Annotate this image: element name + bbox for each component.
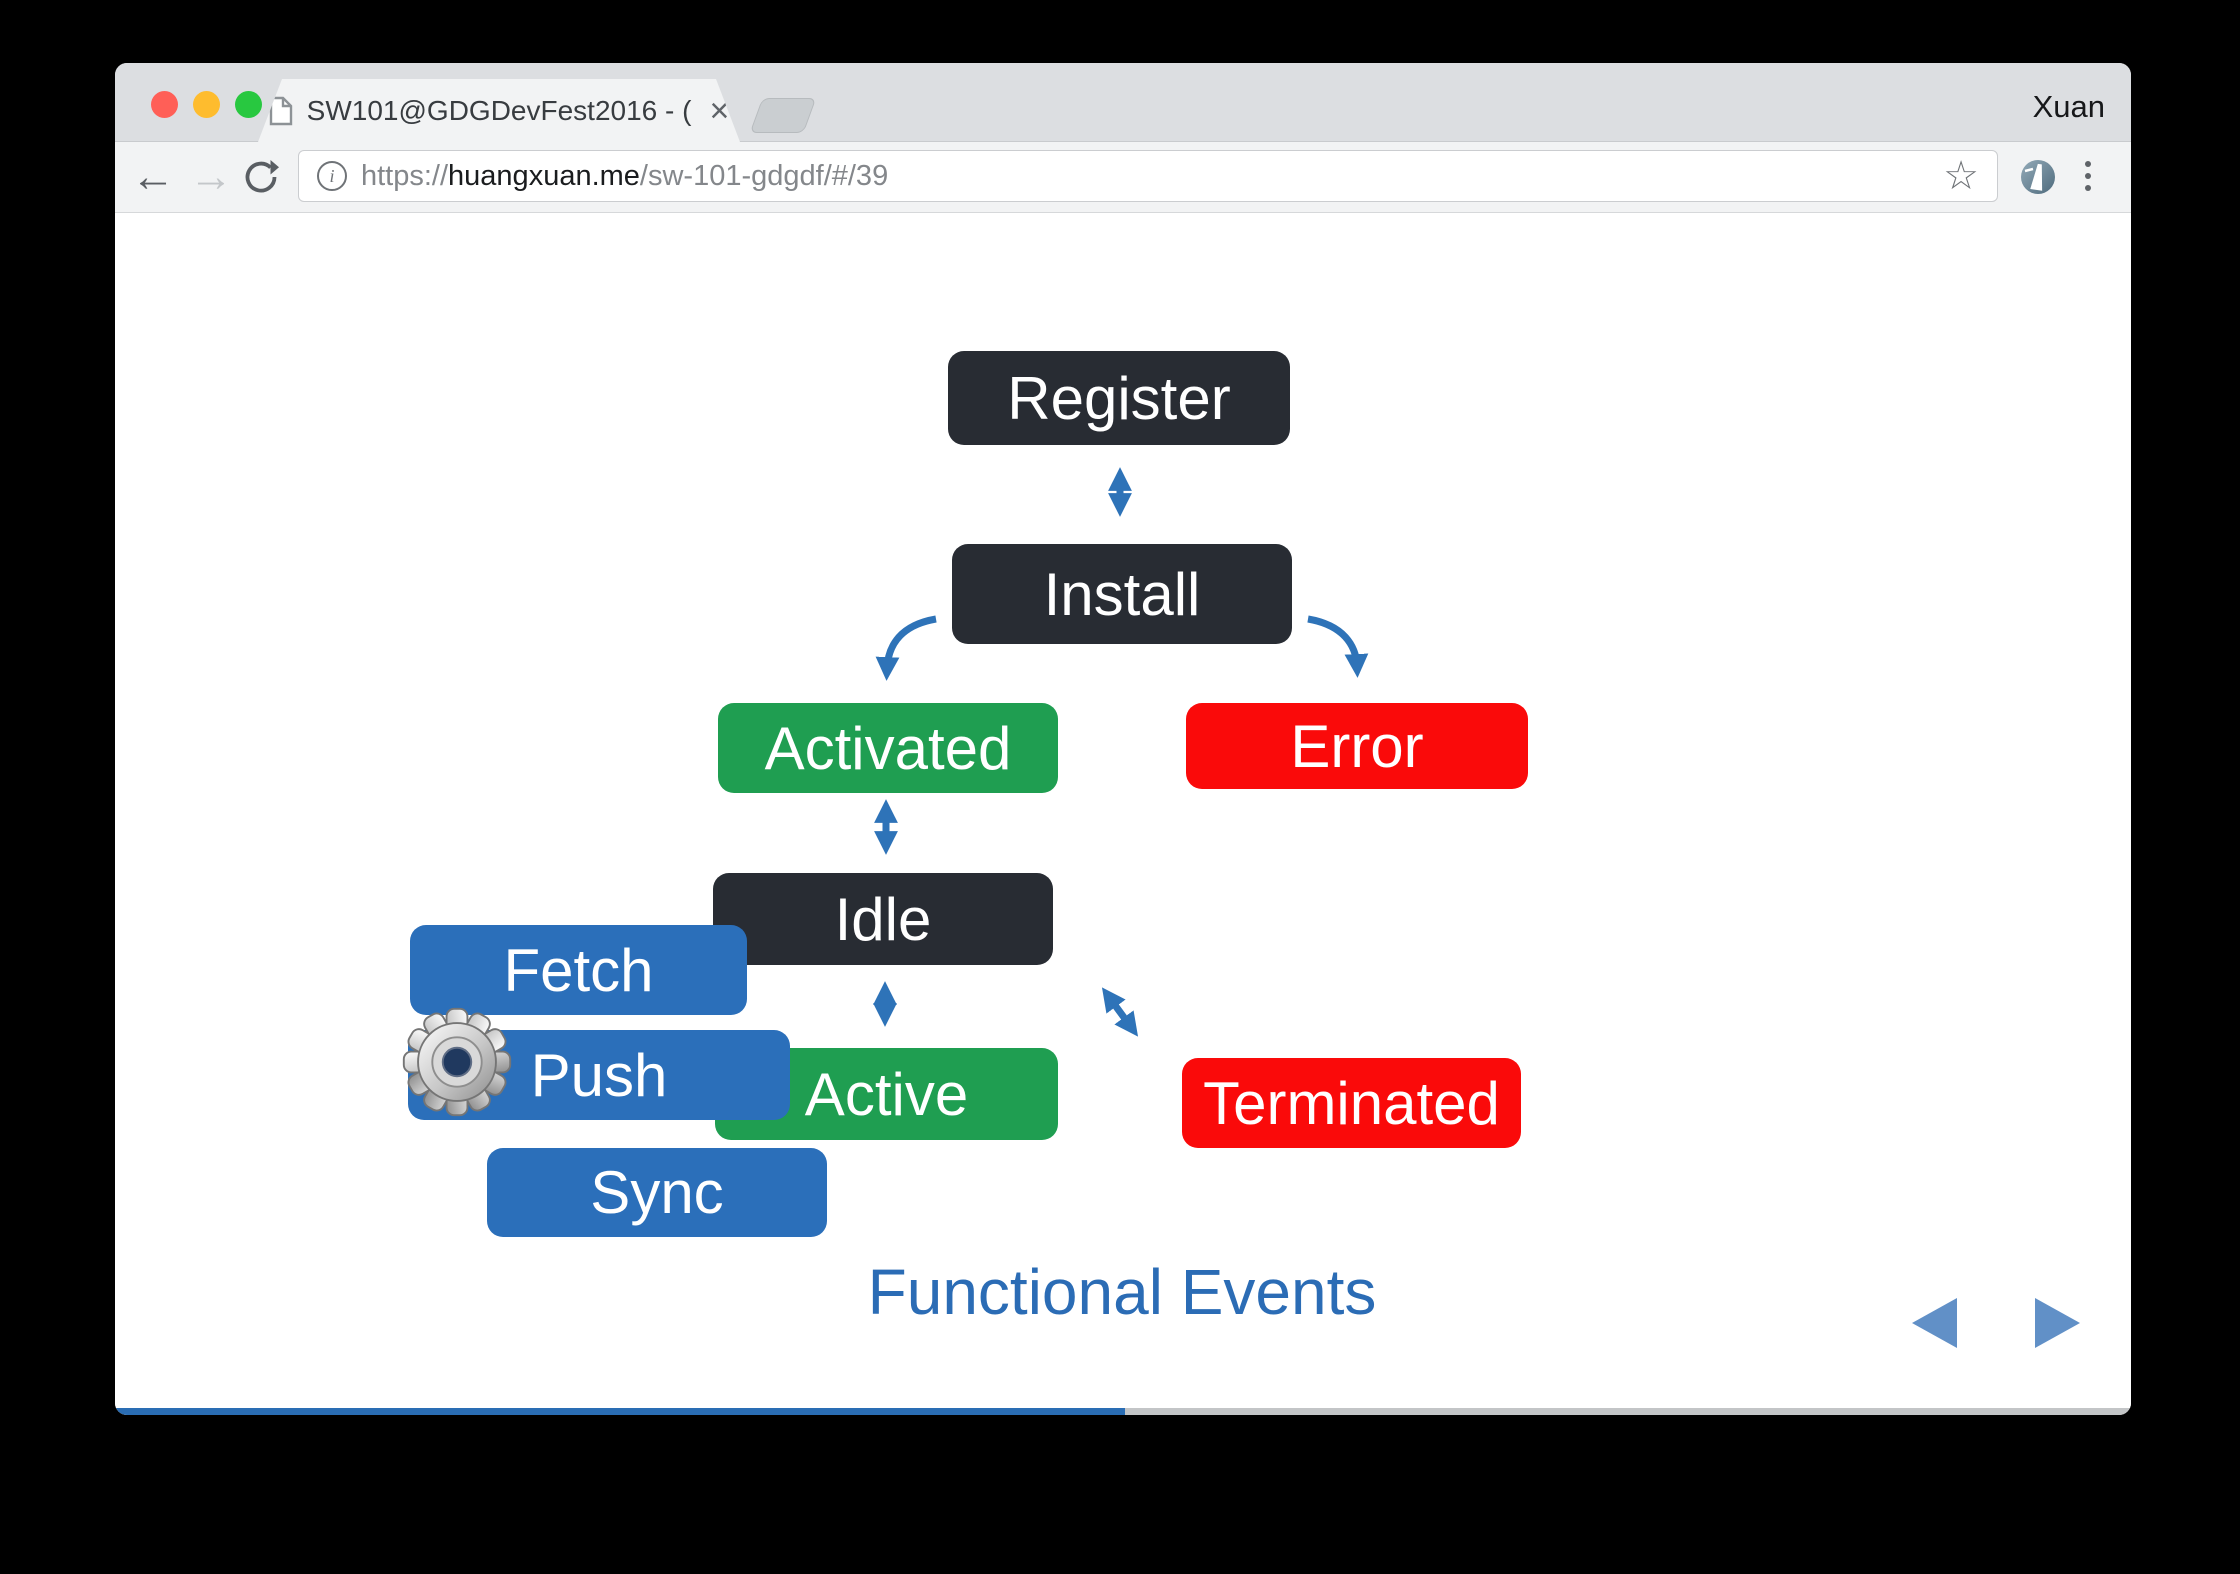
bookmark-star-icon[interactable]: ☆ (1943, 154, 1979, 198)
extension-lighthouse-icon[interactable] (2020, 159, 2056, 195)
prev-slide-arrow[interactable] (1912, 1298, 1957, 1348)
url-text: https://huangxuan.me/sw-101-gdgdf/#/39 (361, 160, 888, 193)
minimize-window-button[interactable] (193, 91, 220, 118)
node-install: Install (952, 544, 1292, 644)
slide-progress-track (115, 1408, 2131, 1415)
next-slide-arrow[interactable] (2035, 1298, 2080, 1348)
new-tab-button[interactable] (749, 98, 817, 133)
address-bar[interactable]: i https://huangxuan.me/sw-101-gdgdf/#/39… (298, 150, 1998, 202)
tab-strip: SW101@GDGDevFest2016 - ( × Xuan (115, 63, 2131, 142)
gear-icon (402, 1007, 512, 1117)
slide-caption: Functional Events (867, 1256, 1377, 1328)
node-terminated: Terminated (1182, 1058, 1521, 1148)
browser-tab[interactable]: SW101@GDGDevFest2016 - ( × (258, 79, 740, 142)
url-protocol: https:// (361, 159, 449, 192)
url-domain: huangxuan.me (448, 159, 640, 192)
slide-page: Register Install Activated Error Idle Fe… (115, 213, 2131, 1408)
page-favicon-icon (269, 96, 293, 126)
back-icon[interactable]: ← (131, 152, 175, 201)
node-sync: Sync (487, 1148, 827, 1237)
node-fetch: Fetch (410, 925, 747, 1015)
node-register: Register (948, 351, 1290, 445)
node-error: Error (1186, 703, 1528, 789)
node-activated: Activated (718, 703, 1058, 793)
zoom-window-button[interactable] (235, 91, 262, 118)
browser-menu-icon[interactable] (2085, 161, 2091, 191)
forward-icon: → (189, 152, 233, 201)
reload-icon[interactable] (241, 157, 281, 197)
browser-window: SW101@GDGDevFest2016 - ( × Xuan ← → i ht… (115, 63, 2131, 1415)
url-path: /sw-101-gdgdf/#/39 (639, 159, 889, 192)
page-info-icon[interactable]: i (317, 161, 347, 191)
profile-name: Xuan (2032, 89, 2105, 124)
window-controls (151, 91, 262, 118)
slide-progress-bar (115, 1408, 1125, 1415)
browser-toolbar: ← → i https://huangxuan.me/sw-101-gdgdf/… (115, 142, 2131, 213)
close-window-button[interactable] (151, 91, 178, 118)
tab-title: SW101@GDGDevFest2016 - ( (306, 94, 692, 126)
node-idle: Idle (713, 873, 1053, 965)
tab-close-icon[interactable]: × (709, 91, 730, 130)
